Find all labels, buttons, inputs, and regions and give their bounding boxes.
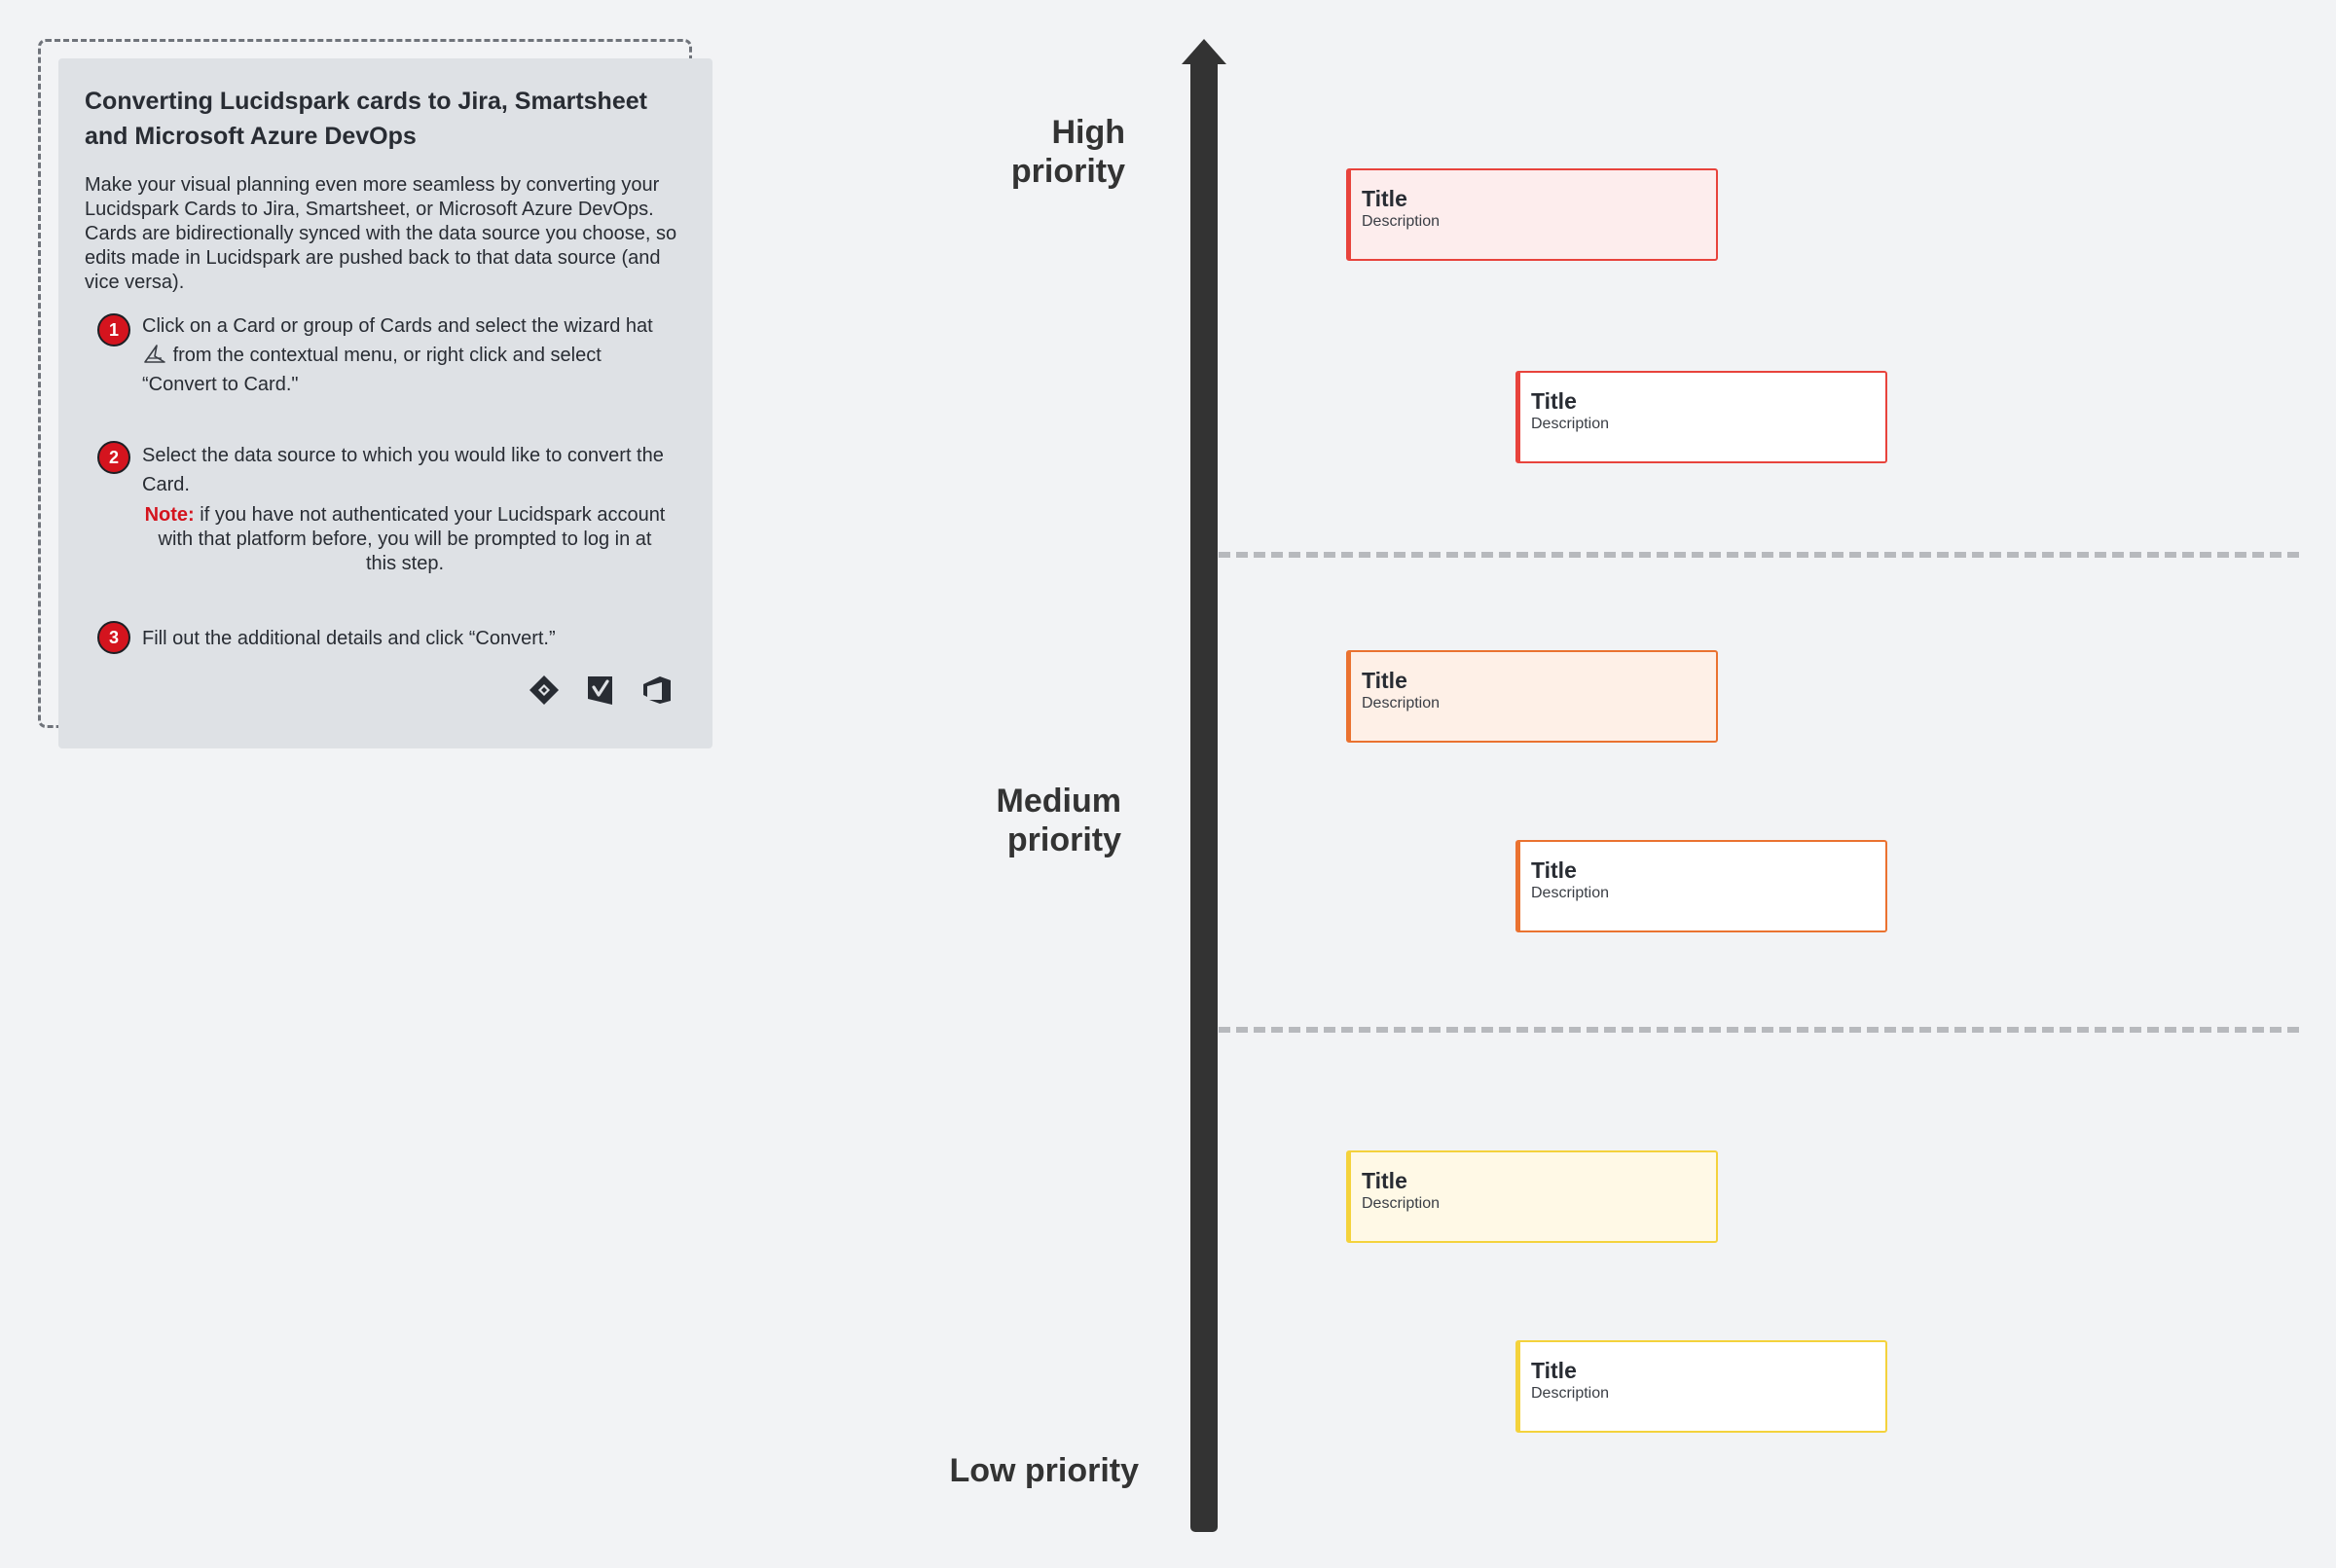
step-number-badge: 2 <box>97 441 130 474</box>
priority-axis <box>1190 55 1218 1532</box>
panel-title: Converting Lucidspark cards to Jira, Sma… <box>85 88 647 150</box>
step-3-text: Fill out the additional details and clic… <box>142 628 556 649</box>
priority-divider-medium-low <box>1219 1027 2299 1033</box>
card-title: Title <box>1362 186 1407 211</box>
jira-icon <box>529 675 559 705</box>
priority-divider-high-medium <box>1219 552 2299 558</box>
card-title: Title <box>1531 388 1577 414</box>
instruction-panel[interactable]: Converting Lucidspark cards to Jira, Sma… <box>58 58 712 748</box>
card-description: Description <box>1531 885 1610 901</box>
note-label: Note: <box>144 504 195 526</box>
step-2-note: Note: if you have not authenticated your… <box>142 503 668 576</box>
step-number-badge: 1 <box>97 313 130 346</box>
azure-devops-icon <box>643 676 671 704</box>
card-title: Title <box>1531 1358 1577 1383</box>
card-high-1[interactable]: Title Description <box>1346 168 1718 261</box>
wizard-hat-icon <box>144 345 165 363</box>
panel-intro: Make your visual planning even more seam… <box>85 174 677 293</box>
card-description: Description <box>1362 213 1441 230</box>
card-title: Title <box>1362 1168 1407 1193</box>
card-title: Title <box>1531 857 1577 883</box>
step-2-text: Select the data source to which you woul… <box>142 445 664 495</box>
step-number-badge: 3 <box>97 621 130 654</box>
note-text: if you have not authenticated your Lucid… <box>158 504 666 574</box>
card-description: Description <box>1362 1195 1441 1212</box>
card-low-1[interactable]: Title Description <box>1346 1150 1718 1243</box>
smartsheet-icon <box>588 676 612 705</box>
card-medium-2[interactable]: Title Description <box>1515 840 1887 932</box>
card-medium-1[interactable]: Title Description <box>1346 650 1718 743</box>
medium-priority-label: Medium priority <box>996 783 1121 858</box>
card-high-2[interactable]: Title Description <box>1515 371 1887 463</box>
low-priority-label: Low priority <box>949 1452 1139 1489</box>
step-1-text: Click on a Card or group of Cards and se… <box>142 311 668 399</box>
step-1-text-after: from the contextual menu, or right click… <box>142 345 602 395</box>
card-title: Title <box>1362 668 1407 693</box>
high-priority-label: High priority <box>1010 114 1125 190</box>
card-description: Description <box>1362 695 1441 711</box>
card-low-2[interactable]: Title Description <box>1515 1340 1887 1433</box>
card-description: Description <box>1531 416 1610 432</box>
card-description: Description <box>1531 1385 1610 1402</box>
integration-icons <box>528 674 674 707</box>
step-1-text-before: Click on a Card or group of Cards and se… <box>142 315 653 337</box>
